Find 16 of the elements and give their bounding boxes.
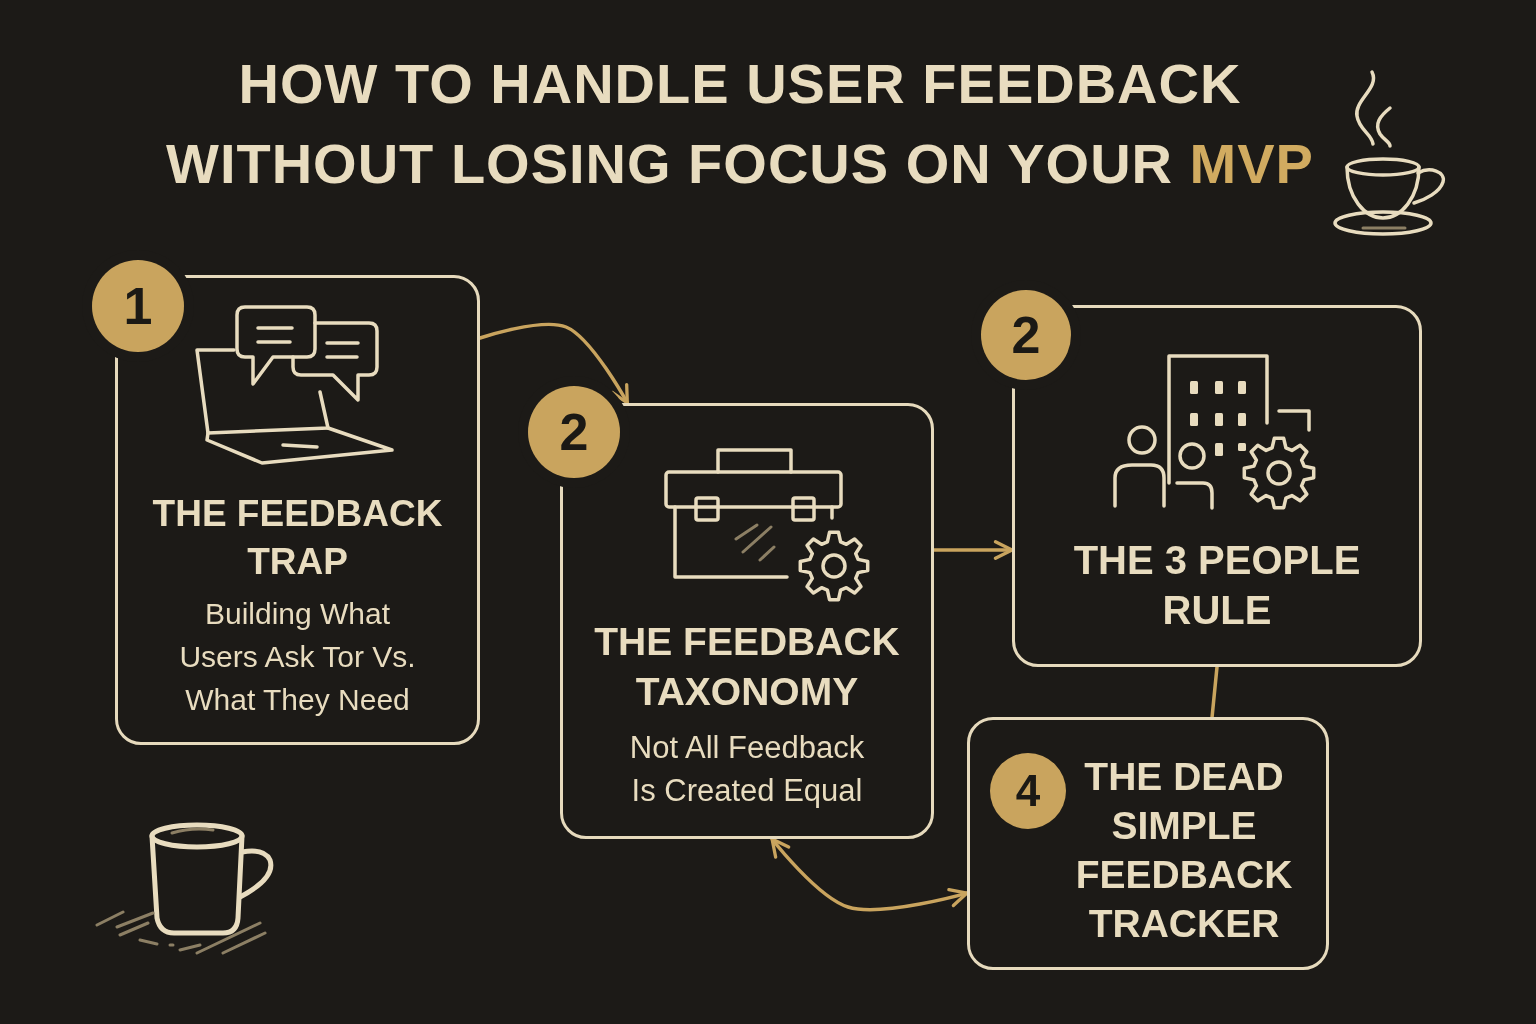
curved-double-headed-arrow <box>770 837 969 912</box>
diagram-title: HOW TO HANDLE USER FEEDBACK WITHOUT LOSING FOCUS ON YOUR MVP <box>165 51 1315 197</box>
card-description: Building What Users Ask Tor Vs. What They Need <box>178 596 417 718</box>
step-card <box>1012 305 1422 667</box>
card-description: Not All Feedback Is Created Equal <box>628 729 866 810</box>
curved-arrow <box>478 322 630 405</box>
card-title: THE 3 PEOPLE RULE <box>1072 537 1362 634</box>
card-title: THE DEAD SIMPLE FEEDBACK TRACKER <box>1074 754 1294 947</box>
card-title: THE FEEDBACK TAXONOMY <box>593 619 901 715</box>
card-title: THE FEEDBACK TRAP <box>151 492 444 584</box>
arrow <box>932 540 1014 560</box>
step-card <box>115 275 480 745</box>
connector-line <box>1210 665 1219 719</box>
step-card <box>560 403 934 839</box>
step-card <box>967 717 1329 970</box>
step-number-badge: 4 <box>990 753 1066 829</box>
